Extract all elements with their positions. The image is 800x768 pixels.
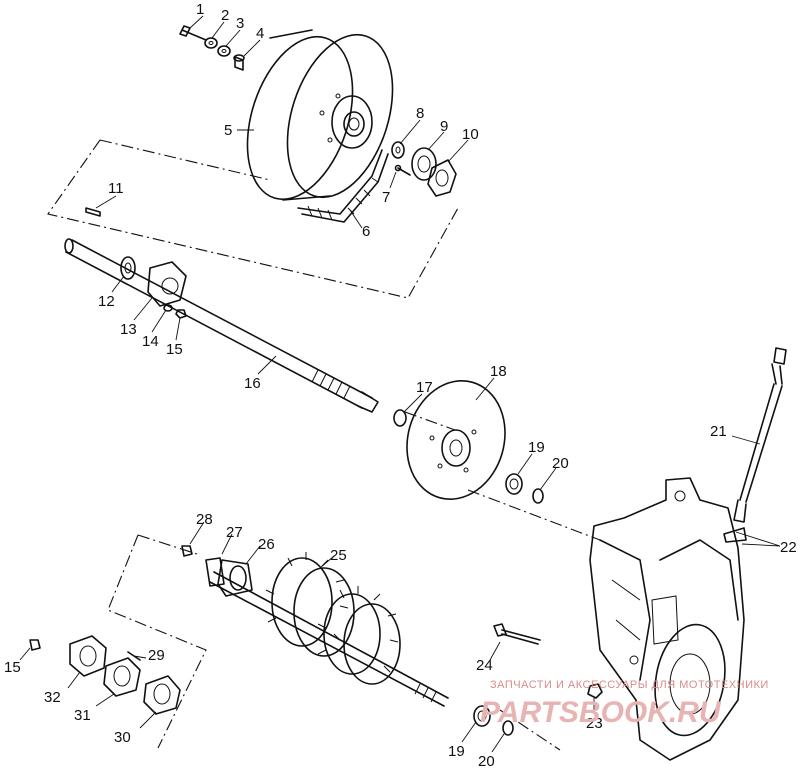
- callout-7: 7: [382, 189, 390, 206]
- washer-part: [204, 37, 218, 49]
- driven-pulley-part: [246, 29, 394, 201]
- callout-10: 10: [462, 126, 479, 143]
- callout-12: 12: [98, 293, 115, 310]
- watermark-tagline: ЗАПЧАСТИ И АКСЕССУАРЫ ДЛЯ МОТОТЕХНИКИ: [490, 679, 769, 691]
- callout-13: 13: [120, 321, 137, 338]
- upper-assembly-dashed-box: [47, 139, 459, 299]
- callout-2: 2: [221, 7, 229, 24]
- callout-26: 26: [258, 536, 275, 553]
- callout-32: 32: [44, 689, 61, 706]
- washer-part-small: [217, 45, 231, 57]
- callout-22: 22: [780, 539, 797, 556]
- flange-bearing-part: [217, 559, 253, 597]
- callout-9: 9: [440, 118, 448, 135]
- callout-27: 27: [226, 524, 243, 541]
- drive-chain-part: [297, 149, 389, 223]
- callout-labels: 1 2 3 4 5 6 7 8 9 10 11 12 13 14 15 16 1…: [4, 1, 797, 768]
- bearing-cup-plate-part: [69, 635, 107, 677]
- callout-30: 30: [114, 729, 131, 746]
- callout-4: 4: [256, 25, 264, 42]
- o-ring-part: [532, 488, 544, 504]
- watermark: ЗАПЧАСТИ И АКСЕССУАРЫ ДЛЯ МОТОТЕХНИКИ PA…: [480, 679, 769, 729]
- bolt-lower-part: [493, 623, 541, 645]
- callout-31: 31: [74, 707, 91, 724]
- lock-washer-part: [163, 304, 173, 312]
- callout-21: 21: [710, 423, 727, 440]
- callout-24: 24: [476, 657, 493, 674]
- callout-19-upper: 19: [528, 439, 545, 456]
- seal-lower-part: [473, 705, 491, 727]
- callout-23: 23: [586, 715, 603, 732]
- nut-lower-part: [587, 683, 603, 699]
- brake-disc-part: [406, 380, 506, 500]
- leader-lines: [19, 15, 781, 753]
- lower-assembly-dashed-box: [107, 534, 207, 749]
- snap-ring-part: [393, 409, 407, 427]
- callout-15-lower: 15: [4, 659, 21, 676]
- track-sprocket-part: [265, 552, 355, 657]
- nut-left-part: [29, 639, 41, 651]
- watermark-brand: PARTSBOOK.RU: [480, 696, 722, 729]
- callout-20-upper: 20: [552, 455, 569, 472]
- seal-part: [505, 473, 523, 495]
- bolt-small-part: [181, 545, 193, 557]
- shim-part: [411, 147, 437, 181]
- callout-16: 16: [244, 375, 261, 392]
- callout-29: 29: [148, 647, 165, 664]
- bearing-part: [120, 256, 136, 280]
- gasket-plate-part: [103, 657, 141, 697]
- callout-28: 28: [196, 511, 213, 528]
- retainer-plate-part: [427, 159, 457, 197]
- bearing-housing-part: [147, 261, 187, 307]
- callout-20-lower: 20: [478, 753, 495, 768]
- callout-19-lower: 19: [448, 743, 465, 760]
- callout-6: 6: [362, 223, 370, 240]
- center-line: [404, 411, 601, 751]
- callout-17: 17: [416, 379, 433, 396]
- flat-washer-part: [391, 141, 405, 159]
- track-sprocket-part-2: [317, 586, 401, 685]
- bolt-part: [179, 25, 207, 41]
- key-part: [85, 207, 101, 217]
- dipstick-part: [733, 347, 787, 523]
- chaincase-housing-part: [589, 477, 745, 761]
- callout-18: 18: [490, 363, 507, 380]
- o-ring-lower-part: [502, 720, 514, 736]
- callout-15-upper: 15: [166, 341, 183, 358]
- callout-5: 5: [224, 122, 232, 139]
- spacer-part: [233, 54, 245, 71]
- driven-shaft-part: [64, 238, 379, 413]
- clip-part: [723, 527, 747, 543]
- callout-3: 3: [236, 15, 244, 32]
- callout-8: 8: [416, 105, 424, 122]
- retaining-plate-part: [143, 675, 181, 715]
- screw-part: [394, 164, 411, 176]
- bearing-housing-lower-part: [205, 557, 225, 587]
- callout-25: 25: [330, 547, 347, 564]
- drive-shaft-part: [209, 571, 449, 707]
- nut-part: [175, 309, 187, 319]
- callout-1: 1: [196, 1, 204, 18]
- callout-11: 11: [108, 180, 124, 197]
- callout-14: 14: [142, 333, 159, 350]
